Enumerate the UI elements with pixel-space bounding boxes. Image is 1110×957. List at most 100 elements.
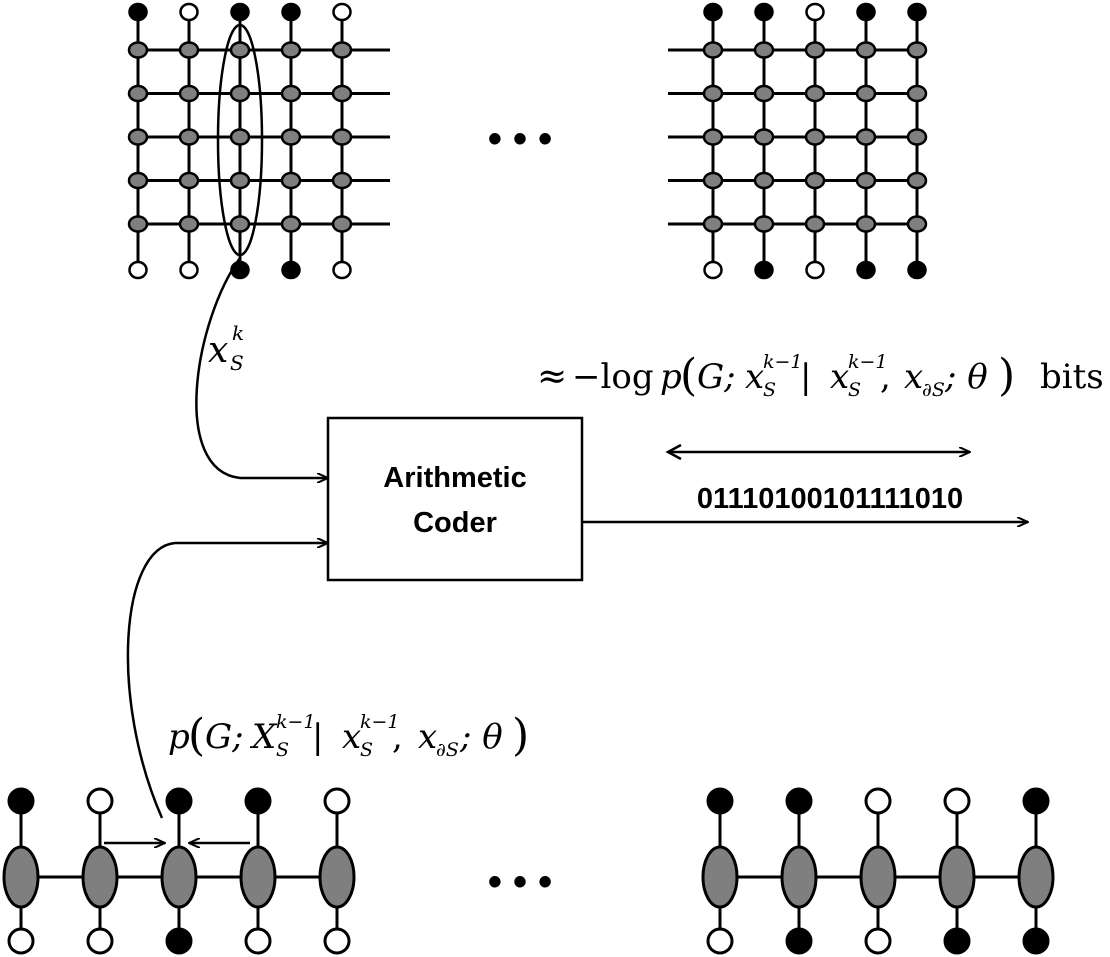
svg-text:p: p <box>168 717 190 757</box>
svg-text:∂S: ∂S <box>436 739 459 761</box>
grid-node <box>804 128 826 146</box>
grid-node <box>855 215 877 233</box>
svg-text:k: k <box>232 321 244 345</box>
svg-text:x: x <box>745 357 764 397</box>
grid-node <box>753 128 775 146</box>
coder-label-line1: Arithmetic <box>383 462 526 494</box>
top-ellipsis: • • • <box>488 117 552 161</box>
svg-text:X: X <box>249 717 278 757</box>
chain-node <box>81 845 119 909</box>
grid-node <box>702 171 724 190</box>
grid-boundary-node <box>332 2 352 22</box>
grid-node <box>280 41 302 59</box>
grid-node <box>753 41 775 59</box>
grid-boundary-node <box>703 260 723 280</box>
subset-ellipse <box>216 23 264 257</box>
chain-boundary-node <box>165 787 193 815</box>
svg-text:x: x <box>342 717 361 757</box>
chain-boundary-node <box>86 787 114 815</box>
grid-node <box>229 171 251 190</box>
chain-boundary-node <box>7 787 35 815</box>
grid-boundary-node <box>179 2 199 22</box>
grid-node <box>331 128 353 146</box>
svg-text:k−1: k−1 <box>763 351 803 373</box>
grid-node <box>753 171 775 190</box>
prob-label: p ( G; X k−1 S | x k−1 S , x ∂S ; θ ) <box>168 710 529 761</box>
chain-boundary-node <box>244 927 272 955</box>
svg-text:∂S: ∂S <box>922 379 945 401</box>
svg-text:≈: ≈ <box>537 356 567 397</box>
grid-node <box>753 84 775 103</box>
grid-node <box>702 128 724 146</box>
svg-text:x: x <box>208 330 228 371</box>
grid-node <box>178 84 200 103</box>
svg-text:(: ( <box>188 710 205 761</box>
grid-boundary-node <box>230 2 250 22</box>
grid-boundary-node <box>805 2 825 22</box>
svg-text:k−1: k−1 <box>360 711 400 733</box>
grid-node <box>331 41 353 59</box>
chain-node <box>859 845 897 909</box>
grid-node <box>178 41 200 59</box>
grid-node <box>855 171 877 190</box>
grid-boundary-node <box>281 260 301 280</box>
chain-boundary-node <box>323 927 351 955</box>
chain-boundary-node <box>943 927 971 955</box>
grid-node <box>804 215 826 233</box>
bottom-ellipsis: • • • <box>488 860 552 904</box>
svg-text:k−1: k−1 <box>848 351 888 373</box>
svg-text:(: ( <box>680 350 697 401</box>
grid-node <box>229 215 251 233</box>
grid-boundary-node <box>128 260 148 280</box>
chain-left <box>2 787 356 955</box>
label-xs-k: x k S <box>208 321 244 375</box>
grid-node <box>702 215 724 233</box>
svg-text:): ) <box>998 350 1015 401</box>
grid-node <box>906 215 928 233</box>
grid-boundary-node <box>332 260 352 280</box>
grid-left <box>127 2 390 280</box>
grid-boundary-node <box>230 260 250 280</box>
grid-boundary-node <box>805 260 825 280</box>
chain-boundary-node <box>86 927 114 955</box>
grid-boundary-node <box>754 2 774 22</box>
arithmetic-coder-box <box>326 416 584 582</box>
chain-boundary-node <box>785 927 813 955</box>
grid-right <box>668 2 928 280</box>
grid-node <box>178 128 200 146</box>
svg-text:G;: G; <box>205 717 244 757</box>
svg-text:S: S <box>360 739 373 761</box>
grid-boundary-node <box>754 260 774 280</box>
grid-boundary-node <box>907 260 927 280</box>
grid-node <box>804 171 826 190</box>
grid-node <box>906 84 928 103</box>
curve-prob-to-coder <box>126 541 176 819</box>
chain-boundary-node <box>943 787 971 815</box>
grid-boundary-node <box>128 2 148 22</box>
grid-node <box>906 41 928 59</box>
chain-boundary-node <box>706 787 734 815</box>
chain-node <box>1017 845 1055 909</box>
grid-boundary-node <box>703 2 723 22</box>
chain-node <box>2 845 40 909</box>
svg-text:S: S <box>230 351 244 375</box>
grid-boundary-node <box>856 260 876 280</box>
grid-node <box>855 41 877 59</box>
chain-boundary-node <box>244 787 272 815</box>
svg-text:; θ: ; θ <box>944 357 988 397</box>
grid-node <box>127 128 149 146</box>
grid-node <box>702 41 724 59</box>
grid-node <box>127 41 149 59</box>
grid-node <box>178 171 200 190</box>
grid-node <box>331 171 353 190</box>
svg-text:S: S <box>763 379 776 401</box>
grid-node <box>906 171 928 190</box>
chain-boundary-node <box>864 927 892 955</box>
grid-node <box>280 84 302 103</box>
grid-node <box>753 215 775 233</box>
svg-text:S: S <box>276 739 289 761</box>
svg-text:G;: G; <box>697 357 736 397</box>
grid-node <box>280 215 302 233</box>
svg-text:; θ: ; θ <box>459 717 503 757</box>
